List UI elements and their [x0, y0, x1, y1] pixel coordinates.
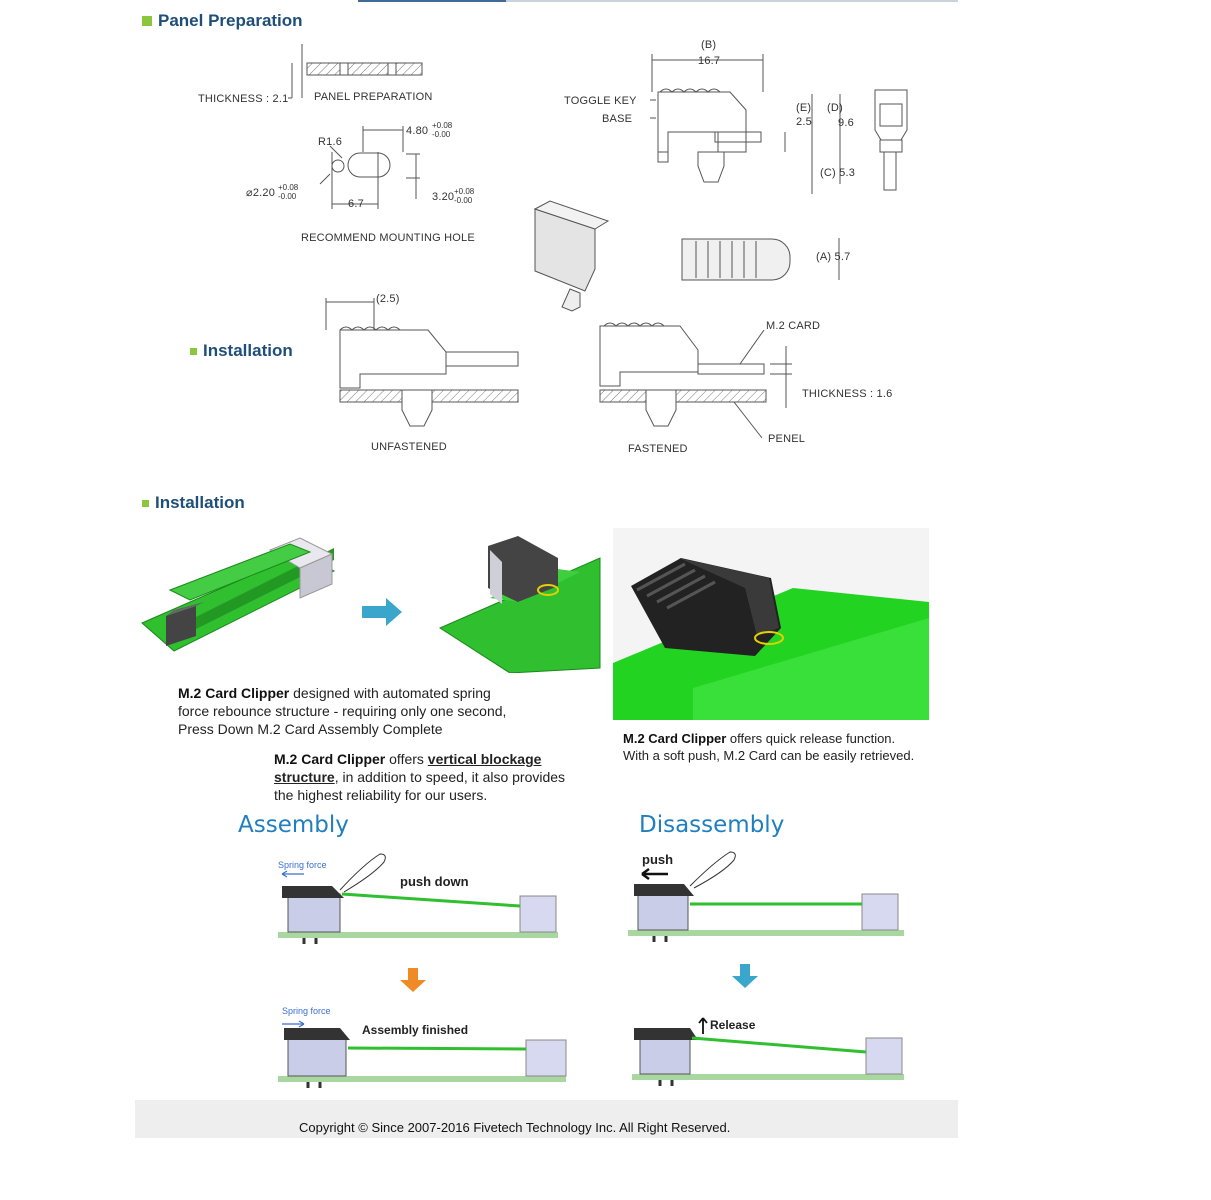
heading-panel-preparation: Panel Preparation — [142, 11, 303, 31]
heading-text: Installation — [203, 341, 293, 360]
label-dim-480-tol-plus: +0.08 — [432, 121, 453, 130]
label-e: (E) — [796, 102, 811, 114]
label-panel-preparation: PANEL PREPARATION — [314, 91, 433, 103]
product-name: M.2 Card Clipper — [178, 685, 290, 701]
heading-installation: Installation — [142, 493, 245, 513]
label-dim-220: ⌀2.20 — [246, 187, 275, 199]
label-base: BASE — [602, 113, 632, 125]
description-line: M.2 Card Clipper offers vertical blockag… — [274, 750, 614, 768]
label-spring-force: Spring force — [278, 860, 327, 870]
description-line: Press Down M.2 Card Assembly Complete — [178, 721, 443, 737]
copyright-text: Copyright © Since 2007-2016 Fivetech Tec… — [299, 1120, 731, 1135]
label-c53: (C) 5.3 — [820, 167, 855, 179]
disassembly-diagram: push Release — [628, 851, 904, 1086]
label-assembly-finished: Assembly finished — [362, 1023, 468, 1037]
description-line: With a soft push, M.2 Card can be easily… — [623, 748, 915, 763]
description-line: the highest reliability for our users. — [274, 787, 488, 803]
label-r16: R1.6 — [318, 136, 342, 148]
label-unfastened: UNFASTENED — [371, 441, 447, 453]
label-b: (B) — [701, 39, 716, 51]
product-name: M.2 Card Clipper — [623, 731, 727, 746]
description-line: M.2 Card Clipper offers quick release fu… — [623, 730, 953, 747]
label-penel: PENEL — [768, 433, 805, 445]
label-d: (D) — [827, 102, 843, 114]
emphasis-text: vertical blockage — [427, 751, 542, 767]
label-spring-force-2: Spring force — [282, 1006, 331, 1016]
label-dim-25: 2.5 — [796, 116, 812, 128]
emphasis-text: structure — [274, 769, 335, 785]
top-divider — [358, 0, 958, 2]
description-line: M.2 Card Clipper designed with automated… — [178, 684, 598, 702]
label-recommend-hole: RECOMMEND MOUNTING HOLE — [301, 232, 475, 244]
label-dim-320: 3.20 — [432, 191, 454, 203]
label-dim-480: 4.80 — [406, 125, 428, 137]
description-text: , in addition to speed, it also provides — [334, 769, 566, 785]
square-bullet-icon — [142, 16, 152, 26]
label-m2-card: M.2 CARD — [766, 320, 820, 332]
label-dim-220-tol-plus: +0.08 — [278, 183, 299, 192]
label-thickness-21: THICKNESS : 2.1 — [198, 93, 288, 105]
label-dim-25p: (2.5) — [376, 293, 400, 305]
heading-text: Panel Preparation — [158, 11, 303, 30]
installation-illustration — [141, 536, 601, 673]
assembly-diagram: Spring force push down Spring force Asse… — [278, 853, 567, 1088]
technical-drawing: THICKNESS : 2.1 PANEL PREPARATION R1.6 4… — [198, 39, 908, 455]
disassembly-title: Disassembly — [639, 812, 785, 838]
label-dim-320-tol-plus: +0.08 — [454, 187, 475, 196]
label-dim-480-tol-minus: -0.00 — [432, 130, 451, 139]
label-dim-167: 16.7 — [698, 55, 720, 67]
label-push-down: push down — [400, 874, 469, 889]
description-release: M.2 Card Clipper offers quick release fu… — [623, 730, 953, 764]
description-assembly: M.2 Card Clipper designed with automated… — [178, 684, 598, 738]
heading-installation-small: Installation — [190, 341, 293, 361]
description-text: offers quick release function. — [726, 731, 896, 746]
description-text: offers — [385, 751, 428, 767]
description-text: designed with automated spring — [289, 685, 491, 701]
label-thickness-16: THICKNESS : 1.6 — [802, 388, 892, 400]
quick-release-photo — [613, 528, 929, 720]
description-line: force rebounce structure - requiring onl… — [178, 703, 507, 719]
label-a57: (A) 5.7 — [816, 251, 850, 263]
label-dim-220-tol-minus: -0.00 — [278, 192, 297, 201]
top-divider-accent — [358, 0, 506, 2]
product-name: M.2 Card Clipper — [274, 751, 386, 767]
square-bullet-icon — [190, 347, 197, 355]
label-dim-96: 9.6 — [838, 117, 854, 129]
label-release: Release — [710, 1018, 756, 1032]
description-blockage: M.2 Card Clipper offers vertical blockag… — [274, 750, 614, 804]
footer: Copyright © Since 2007-2016 Fivetech Tec… — [135, 1100, 958, 1138]
heading-text: Installation — [155, 493, 245, 512]
label-dim-67: 6.7 — [348, 198, 364, 210]
label-dim-320-tol-minus: -0.00 — [454, 196, 473, 205]
label-push: push — [642, 852, 673, 867]
assembly-title: Assembly — [238, 812, 349, 838]
label-fastened: FASTENED — [628, 443, 688, 455]
label-toggle-key: TOGGLE KEY — [564, 95, 637, 107]
description-line: structure, in addition to speed, it also… — [274, 768, 614, 786]
square-bullet-icon — [142, 499, 149, 507]
